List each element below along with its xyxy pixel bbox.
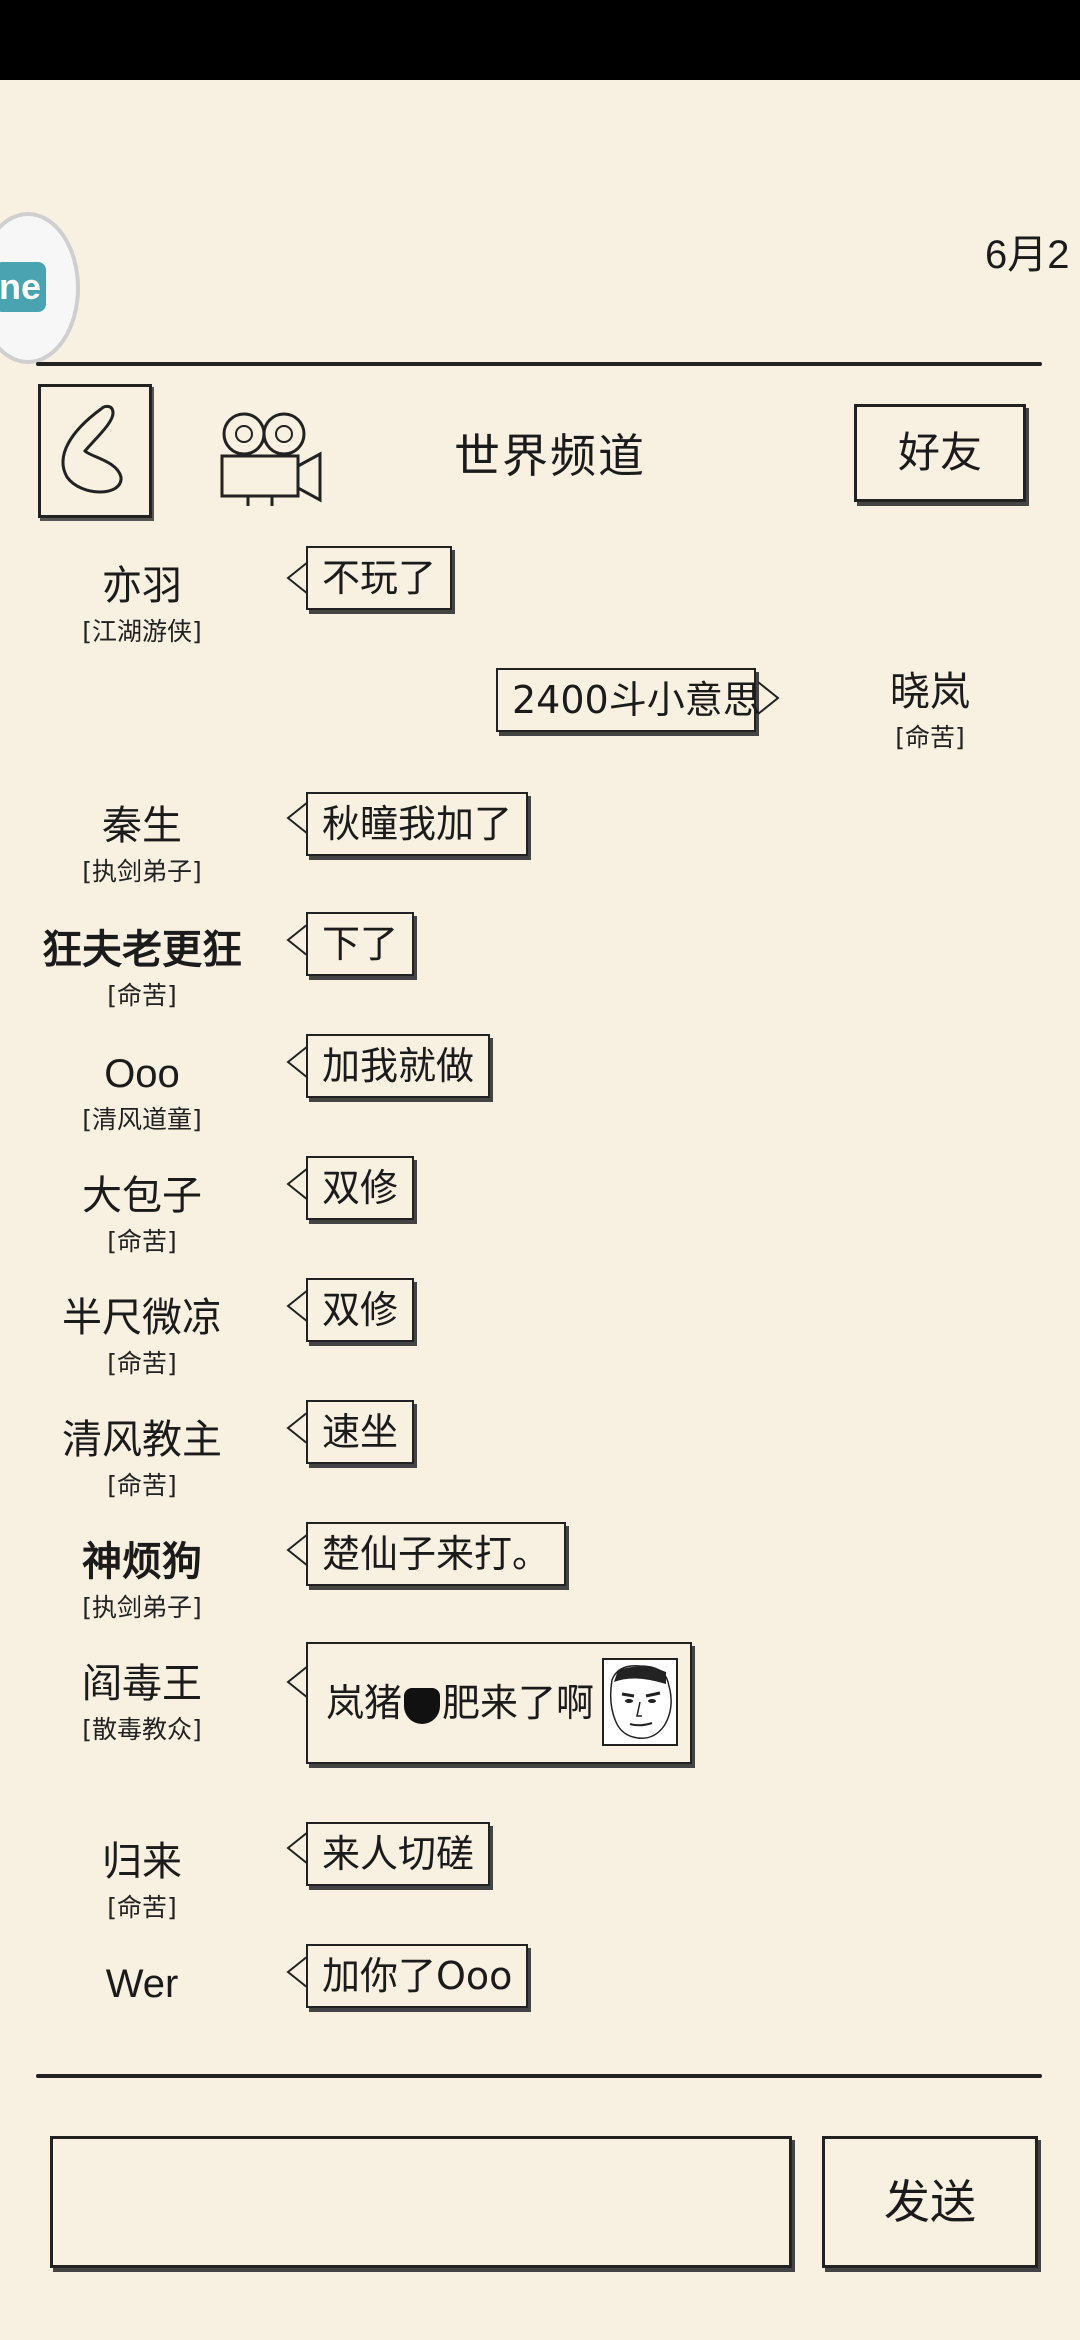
sender-title: [命苦] xyxy=(107,1471,177,1500)
chat-bubble: 加我就做 xyxy=(306,1034,491,1098)
message-sender[interactable]: 晓岚 [命苦] xyxy=(820,668,1040,754)
face-icon xyxy=(609,1664,672,1739)
message-input[interactable] xyxy=(50,2136,792,2268)
sender-name: 亦羽 xyxy=(102,564,182,608)
message-sender[interactable]: 大包子 [命苦] xyxy=(32,1172,252,1258)
chat-bubble: 不玩了 xyxy=(306,546,453,610)
message-sender[interactable]: 秦生 [执剑弟子] xyxy=(32,802,252,888)
bubble-tail xyxy=(286,1411,308,1445)
chat-bubble: 速坐 xyxy=(306,1400,415,1464)
bubble-tail xyxy=(286,1167,308,1201)
bottom-divider xyxy=(36,2074,1042,2078)
bubble-tail xyxy=(286,1665,308,1699)
sender-title: [执剑弟子] xyxy=(82,857,202,886)
chat-bubble: 双修 xyxy=(306,1278,415,1342)
chat-bubble: 秋瞳我加了 xyxy=(306,792,529,856)
chat-bubble: 2400斗小意思 xyxy=(496,668,761,732)
sender-title: [命苦] xyxy=(895,723,965,752)
message-sender[interactable]: 狂夫老更狂 [命苦] xyxy=(32,926,252,1012)
chat-bubble: 楚仙子来打。 xyxy=(306,1522,567,1586)
message-sender[interactable]: 半尺微凉 [命苦] xyxy=(32,1294,252,1380)
sender-title: [执剑弟子] xyxy=(82,1593,202,1622)
chat-bubble: 岚猪肥来了啊 xyxy=(306,1642,693,1764)
message-sender[interactable]: 清风教主 [命苦] xyxy=(32,1416,252,1502)
sender-name: 清风教主 xyxy=(62,1418,222,1462)
sender-title: [江湖游侠] xyxy=(82,617,202,646)
top-divider xyxy=(36,362,1042,366)
date-label: 6月2 xyxy=(985,233,1070,277)
back-arrow-icon xyxy=(61,404,123,494)
sender-title: [命苦] xyxy=(107,1349,177,1378)
bubble-tail xyxy=(286,1533,308,1567)
sender-name: 阎毒王 xyxy=(82,1662,202,1706)
sender-name: 归来 xyxy=(102,1840,182,1884)
sender-name: 晓岚 xyxy=(890,670,970,714)
bubble-tail xyxy=(286,561,308,595)
sender-name: 神烦狗 xyxy=(82,1540,202,1584)
sender-title: [命苦] xyxy=(107,1227,177,1256)
message-sender[interactable]: Wer xyxy=(32,1960,252,2008)
bubble-tail xyxy=(286,1289,308,1323)
player-avatar[interactable]: ne xyxy=(0,212,80,364)
message-sender[interactable]: 神烦狗 [执剑弟子] xyxy=(32,1538,252,1624)
chat-bubble: 加你了Ooo xyxy=(306,1944,529,2008)
sender-title: [清风道童] xyxy=(82,1105,202,1134)
message-sender[interactable]: 归来 [命苦] xyxy=(32,1838,252,1924)
friends-button[interactable]: 好友 xyxy=(854,404,1026,502)
bubble-text: 肥来了啊 xyxy=(442,1681,595,1725)
sender-title: [命苦] xyxy=(107,1893,177,1922)
send-button[interactable]: 发送 xyxy=(822,2136,1038,2268)
message-sender[interactable]: 亦羽 [江湖游侠] xyxy=(32,562,252,648)
bubble-tail xyxy=(286,801,308,835)
bubble-tail xyxy=(286,1045,308,1079)
sender-name: Ooo xyxy=(104,1052,180,1096)
sender-name: 狂夫老更狂 xyxy=(42,928,242,972)
status-bar xyxy=(0,0,1080,80)
camera-icon[interactable] xyxy=(214,408,328,508)
sender-name: 半尺微凉 xyxy=(62,1296,222,1340)
sender-title: [散毒教众] xyxy=(82,1715,202,1744)
sender-name: 秦生 xyxy=(102,804,182,848)
bubble-text: 岚猪 xyxy=(326,1681,403,1725)
chat-bubble: 来人切磋 xyxy=(306,1822,491,1886)
message-sender[interactable]: 阎毒王 [散毒教众] xyxy=(32,1660,252,1746)
bubble-tail xyxy=(286,1955,308,1989)
bubble-tail xyxy=(758,681,780,715)
chat-bubble: 下了 xyxy=(306,912,415,976)
bubble-tail xyxy=(286,923,308,957)
back-button[interactable] xyxy=(38,384,152,518)
meme-face-sticker[interactable] xyxy=(602,1657,679,1746)
sender-title: [命苦] xyxy=(107,981,177,1010)
pig-emoji-icon xyxy=(404,1687,441,1724)
sender-name: Wer xyxy=(105,1962,179,2006)
sender-name: 大包子 xyxy=(82,1174,202,1218)
message-sender[interactable]: Ooo [清风道童] xyxy=(32,1050,252,1136)
page-title: 世界频道 xyxy=(454,429,646,483)
bubble-tail xyxy=(286,1831,308,1865)
chat-bubble: 双修 xyxy=(306,1156,415,1220)
avatar-logo: ne xyxy=(0,262,46,312)
